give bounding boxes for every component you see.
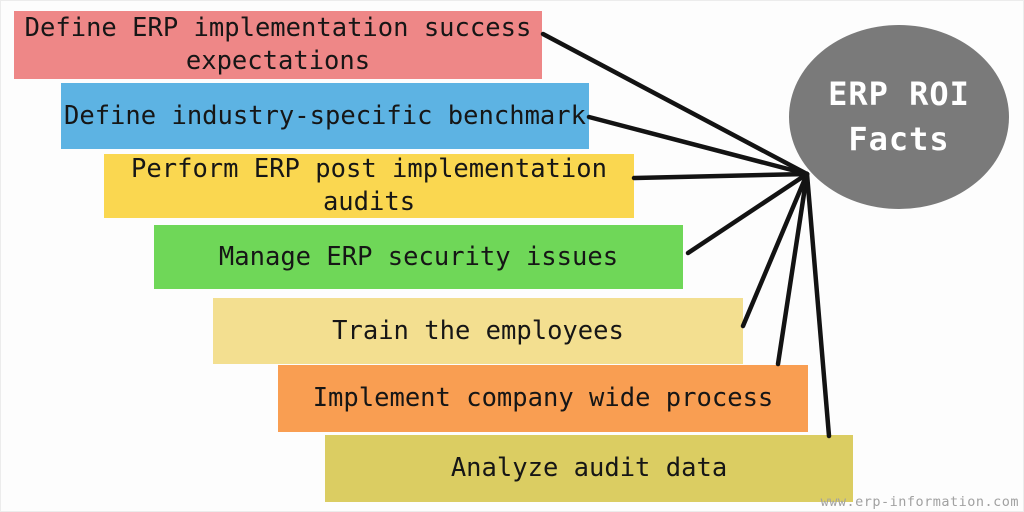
step-bar-security-issues: Manage ERP security issues xyxy=(154,225,683,289)
step-label: Manage ERP security issues xyxy=(218,241,619,272)
step-bar-analyze-audit-data: Analyze audit data xyxy=(325,435,853,502)
connector-line-6 xyxy=(775,171,810,367)
step-label: Analyze audit data xyxy=(450,453,728,483)
step-label: Perform ERP post implementation audits xyxy=(131,154,607,217)
hub-ellipse: ERP ROI Facts xyxy=(789,25,1009,209)
step-label: Implement company wide process xyxy=(312,383,774,413)
connector-line-5 xyxy=(740,171,810,329)
step-bar-define-success-expectations: Define ERP implementation success expect… xyxy=(14,11,542,79)
watermark-url: www.erp-information.com xyxy=(820,494,1019,510)
step-bar-company-wide-process: Implement company wide process xyxy=(278,365,808,432)
step-bar-industry-benchmark: Define industry-specific benchmark xyxy=(61,83,589,149)
connector-line-4 xyxy=(685,171,810,256)
step-bar-post-implementation-audits: Perform ERP post implementation audits xyxy=(104,154,634,218)
step-bar-train-employees: Train the employees xyxy=(213,298,743,364)
connector-line-3 xyxy=(631,171,810,181)
hub-title-line2: Facts xyxy=(848,120,950,158)
connector-line-7 xyxy=(804,171,832,439)
step-label: Train the employees xyxy=(332,315,624,346)
step-label: Define industry-specific benchmark xyxy=(64,100,586,131)
hub-title-line1: ERP ROI xyxy=(828,75,970,113)
step-label: Define ERP implementation success expect… xyxy=(24,13,532,76)
